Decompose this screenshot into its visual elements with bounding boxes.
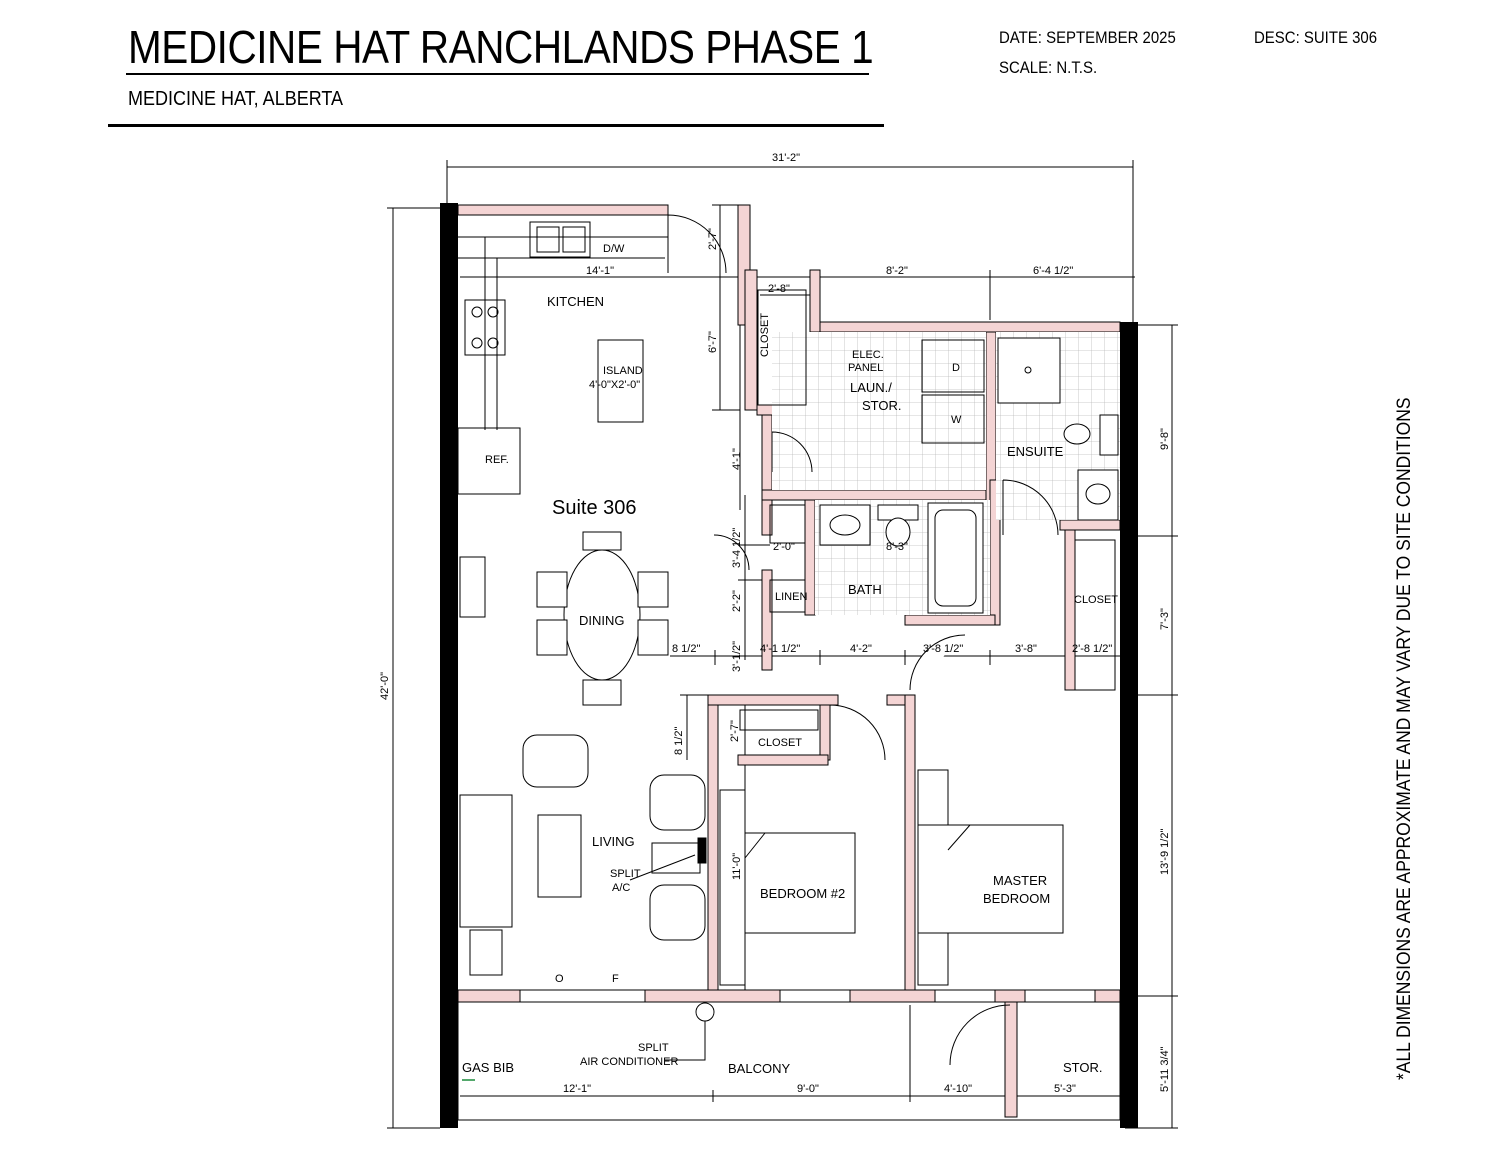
- balcony-label: BALCONY: [728, 1061, 790, 1076]
- dim-8-half-vertical: 8 1/2": [673, 727, 685, 755]
- dishwasher-label: D/W: [603, 243, 625, 255]
- fireplace-o-label: O: [555, 973, 564, 985]
- balcony-outline: [457, 854, 1121, 1121]
- gas-bib-label: GAS BIB: [462, 1060, 514, 1075]
- dining-table: [536, 531, 669, 706]
- dim-3-4-half: 3'-4 1/2": [731, 528, 743, 568]
- dim-overall-depth: 42'-0": [379, 672, 391, 700]
- dim-4-1: 4'-1": [731, 448, 743, 470]
- island-label-line1: ISLAND: [603, 365, 643, 377]
- dim-3-half: 3'-1/2": [731, 641, 743, 672]
- exterior-wall-west: [440, 203, 458, 1128]
- closet-fixtures: [713, 289, 1116, 731]
- dim-7-3: 7'-3": [1159, 608, 1171, 630]
- plan-scale: SCALE: N.T.S.: [999, 58, 1098, 77]
- living-furniture: [459, 556, 707, 976]
- fireplace-f-label: F: [612, 973, 619, 985]
- header-divider: [108, 124, 884, 127]
- bath-fixtures: [819, 337, 1119, 614]
- kitchen-label: KITCHEN: [547, 294, 604, 309]
- dim-11-0: 11'-0": [731, 853, 743, 880]
- dim-12-1: 12'-1": [563, 1083, 591, 1095]
- dim-13-9-half: 13'-9 1/2": [1159, 829, 1171, 875]
- dim-3-8-half: 3'-8 1/2": [923, 643, 963, 655]
- dim-kitchen-width: 14'-1": [586, 265, 614, 277]
- ensuite-label: ENSUITE: [1007, 444, 1064, 459]
- dim-4-1-half: 4'-1 1/2": [760, 643, 800, 655]
- dim-2-8-half: 2'-8 1/2": [1072, 643, 1112, 655]
- living-label: LIVING: [592, 834, 635, 849]
- dim-6-4-half: 6'-4 1/2": [1033, 265, 1073, 277]
- dim-9-8: 9'-8": [1159, 428, 1171, 450]
- washer-label: W: [951, 414, 962, 426]
- dimension-labels: 31'-2" 42'-0" 14'-1" 2'-7" 2'-8" 6'-7" 8…: [379, 152, 1171, 1095]
- title-underline: [126, 73, 869, 75]
- dim-6-7: 6'-7": [707, 331, 719, 353]
- dim-2-8: 2'-8": [768, 283, 790, 295]
- dim-8-3: 8'-3": [886, 541, 908, 553]
- balcony-ac-label-line1: SPLIT: [638, 1042, 669, 1054]
- bedroom2-label: BEDROOM #2: [760, 886, 845, 901]
- elec-panel-line1: ELEC.: [852, 349, 884, 361]
- plan-date: DATE: SEPTEMBER 2025: [999, 28, 1176, 47]
- master-label-line1: MASTER: [993, 873, 1047, 888]
- split-ac-label-line2: A/C: [612, 882, 630, 894]
- dim-2-0: 2'-0": [773, 541, 795, 553]
- closet-label-bedroom2: CLOSET: [758, 737, 802, 749]
- fridge-label: REF.: [485, 454, 509, 466]
- dim-8-half: 8 1/2": [672, 643, 700, 655]
- master-label-line2: BEDROOM: [983, 891, 1050, 906]
- dining-label: DINING: [579, 613, 625, 628]
- dim-2-2: 2'-2": [731, 590, 743, 612]
- dim-4-10: 4'-10": [944, 1083, 972, 1095]
- plan-location: MEDICINE HAT, ALBERTA: [128, 88, 344, 110]
- dim-5-11-3q: 5'-11 3/4": [1159, 1046, 1171, 1092]
- laundry-floor: [772, 332, 986, 490]
- island-label-line2: 4'-0"X2'-0": [589, 379, 640, 391]
- dim-9-0: 9'-0": [797, 1083, 819, 1095]
- split-ac-label-line1: SPLIT: [610, 868, 641, 880]
- dim-3-8: 3'-8": [1015, 643, 1037, 655]
- dim-2-7-closet: 2'-7": [729, 720, 741, 742]
- plan-description: DESC: SUITE 306: [1254, 28, 1378, 47]
- balcony-ac-label-line2: AIR CONDITIONER: [580, 1056, 678, 1068]
- bedroom-furniture: [719, 634, 1064, 986]
- plan-title: MEDICINE HAT RANCHLANDS PHASE 1: [128, 21, 874, 73]
- laundry-label-line2: STOR.: [862, 398, 902, 413]
- linen-label: LINEN: [775, 591, 807, 603]
- storage-label: STOR.: [1063, 1060, 1103, 1075]
- dim-8-2: 8'-2": [886, 265, 908, 277]
- exterior-wall-east: [1120, 322, 1138, 1128]
- bath-label: BATH: [848, 582, 882, 597]
- windows: [519, 989, 1096, 1003]
- laundry-label-line1: LAUN./: [850, 380, 892, 395]
- dryer-label: D: [952, 362, 960, 374]
- dim-overall-width: 31'-2": [772, 152, 800, 164]
- dim-4-2: 4'-2": [850, 643, 872, 655]
- dim-5-3: 5'-3": [1054, 1083, 1076, 1095]
- closet-label-kitchen: CLOSET: [759, 313, 771, 357]
- kitchen-fixtures: [457, 214, 727, 495]
- closet-label-ensuite: CLOSET: [1074, 594, 1118, 606]
- dim-2-7-top: 2'-7": [707, 228, 719, 250]
- elec-panel-line2: PANEL: [848, 362, 883, 374]
- suite-label: Suite 306: [552, 497, 637, 519]
